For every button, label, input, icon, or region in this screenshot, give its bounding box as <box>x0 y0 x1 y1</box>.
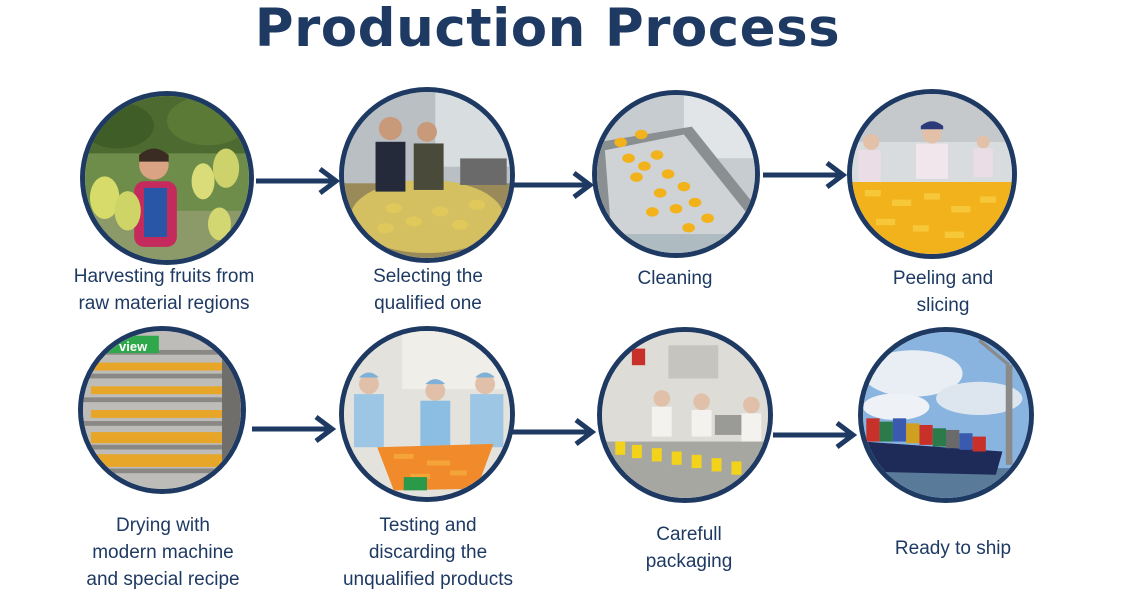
step-7-line-2: packaging <box>645 551 733 572</box>
step-7-caption: Carefull packaging <box>600 521 778 575</box>
testing-photo <box>339 326 515 502</box>
step-6-line-2: discarding the <box>368 542 488 563</box>
arrow-2-3 <box>510 171 595 199</box>
packaging-photo <box>597 327 773 503</box>
step-8-line-1: Ready to ship <box>894 538 1012 559</box>
page-title: Production Process <box>254 0 841 59</box>
drying-photo: view <box>78 326 246 494</box>
step-5-line-2: modern machine <box>92 542 234 563</box>
step-1-line-2: raw material regions <box>78 293 250 314</box>
step-6-line-3: unqualified products <box>342 569 514 590</box>
step-1-caption: Harvesting fruits from raw material regi… <box>58 263 270 317</box>
step-2-caption: Selecting the qualified one <box>330 263 526 317</box>
arrow-1-2 <box>256 167 341 195</box>
arrow-3-4 <box>763 161 848 189</box>
step-4-line-2: slicing <box>916 295 970 316</box>
arrow-6-7 <box>512 418 597 446</box>
step-1-line-1: Harvesting fruits from <box>73 266 255 287</box>
step-7-line-1: Carefull <box>656 524 722 545</box>
selecting-photo <box>339 87 515 263</box>
step-8-caption: Ready to ship <box>860 535 1046 562</box>
cleaning-photo <box>592 90 760 258</box>
view-badge: view <box>119 339 148 354</box>
step-2-line-2: qualified one <box>374 293 482 314</box>
step-4-caption: Peeling and slicing <box>848 265 1038 319</box>
step-5-line-3: and special recipe <box>86 569 240 590</box>
ship-photo <box>858 327 1034 503</box>
step-6-line-1: Testing and <box>379 515 477 536</box>
arrow-7-8 <box>773 421 858 449</box>
step-2-line-1: Selecting the <box>373 266 483 287</box>
step-3-caption: Cleaning <box>590 265 760 292</box>
step-5-caption: Drying with modern machine and special r… <box>64 512 262 593</box>
step-6-caption: Testing and discarding the unqualified p… <box>318 512 538 593</box>
step-3-line-1: Cleaning <box>637 268 713 289</box>
arrow-5-6 <box>252 415 337 443</box>
peeling-photo <box>847 89 1017 259</box>
step-4-line-1: Peeling and <box>892 268 994 289</box>
step-5-line-1: Drying with <box>116 515 210 536</box>
harvesting-photo <box>80 91 254 265</box>
